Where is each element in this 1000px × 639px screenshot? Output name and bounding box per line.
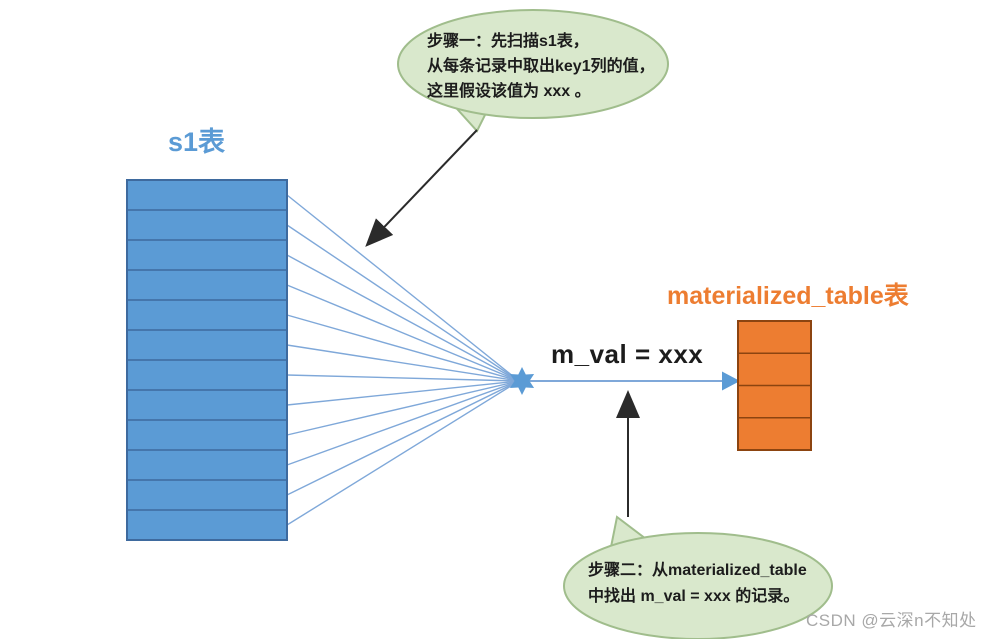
csdn-watermark: CSDN @云深n不知处 [806, 611, 977, 630]
fan-line [286, 380, 520, 436]
fan-line [286, 380, 520, 406]
m-val-expression-label: m_val = xxx [551, 339, 704, 369]
fan-line [286, 194, 520, 382]
materialized-table-title: materialized_table表 [667, 282, 909, 310]
fan-line [286, 380, 520, 466]
fan-line [286, 380, 520, 526]
fan-line [286, 254, 520, 382]
step1-pointer-arrow [365, 129, 478, 247]
m-val-arrowhead [722, 371, 740, 391]
step2-bubble [563, 532, 833, 639]
fan-line [286, 224, 520, 382]
tables-layer [126, 179, 812, 541]
fan-line [286, 284, 520, 382]
step1-callout-line2: 从每条记录中取出key1列的值， [427, 58, 655, 75]
fan-line [286, 344, 520, 382]
fan-line [286, 380, 520, 496]
fan-line [286, 374, 520, 382]
step1-bubble [397, 9, 669, 119]
fan-line [286, 314, 520, 382]
convergence-star [509, 367, 535, 395]
step1-callout-line1: 步骤一：先扫描s1表， [427, 33, 589, 50]
step2-callout-line2: 中找出 m_val = xxx 的记录。 [588, 588, 800, 605]
s1-table-title: s1表 [168, 127, 226, 157]
step1-callout-line3: 这里假设该值为 xxx 。 [427, 83, 591, 100]
step1-callout-text: 步骤一：先扫描s1表， 从每条记录中取出key1列的值， 这里假设该值为 xxx… [427, 29, 655, 104]
step2-callout-text: 步骤二：从materialized_table 中找出 m_val = xxx … [588, 558, 807, 610]
step2-callout-line1: 步骤二：从materialized_table [588, 562, 807, 579]
